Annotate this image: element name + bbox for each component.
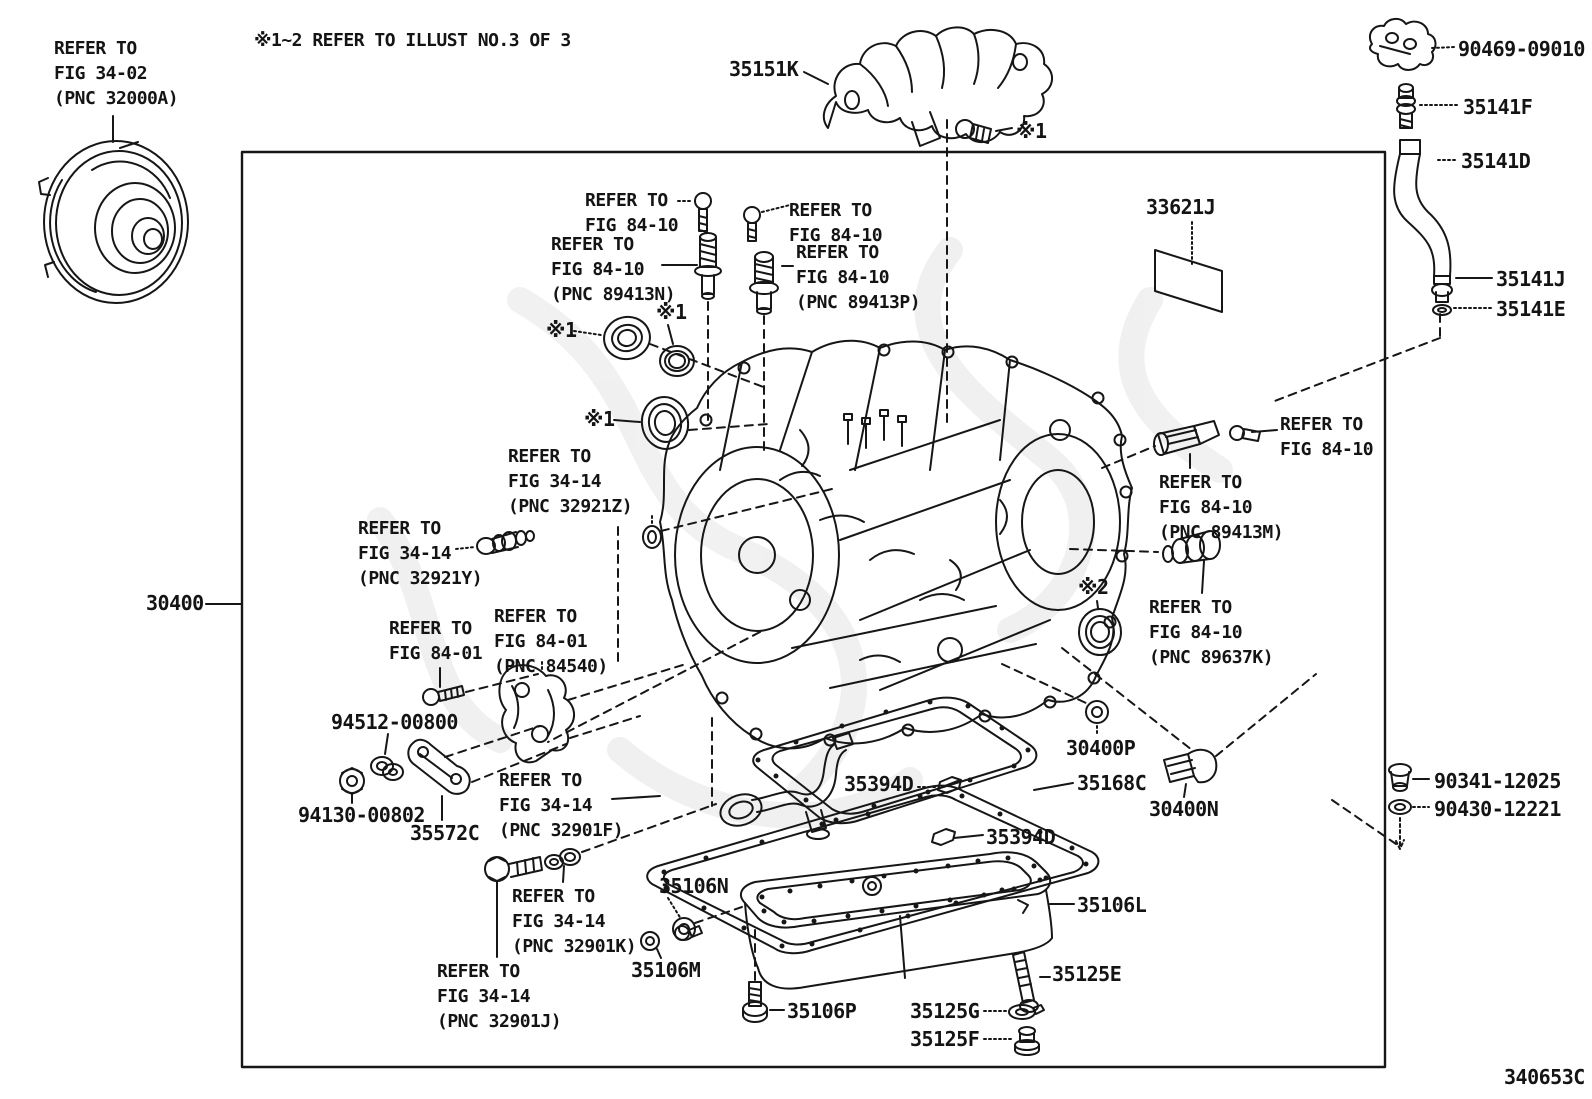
part-label-35106n: 35106N: [659, 874, 729, 898]
part-label-35125e: 35125E: [1052, 962, 1122, 986]
star1-marker-seal-mid: ※1: [656, 300, 687, 324]
union-35141f: [1396, 83, 1459, 129]
oil-strainer-32901f: [611, 732, 854, 840]
detent-bolt: [422, 667, 465, 706]
ref-fig34-14-32921y-label: REFER TO FIG 34-14 (PNC 32921Y): [358, 518, 483, 589]
part-label-30400: 30400: [146, 591, 204, 615]
hose-35141d: [1393, 139, 1459, 277]
bracket-35151k: [803, 26, 1053, 147]
ref-fig34-14-32921z-label: REFER TO FIG 34-14 (PNC 32921Z): [508, 446, 633, 517]
lock-nut-94130: [339, 767, 365, 804]
oring-32921z: [642, 515, 662, 549]
part-label-35106p: 35106P: [787, 999, 857, 1023]
detent-spring-washer: [370, 733, 404, 781]
ref-fig84-01-bolt-label: REFER TO FIG 84-01: [389, 618, 483, 664]
part-label-35151k: 35151K: [729, 57, 799, 81]
sensor-bolts-top: [677, 192, 791, 242]
sensor-89413n: [661, 232, 722, 300]
ref-fig34-14-32901f-label: REFER TO FIG 34-14 (PNC 32901F): [499, 770, 624, 841]
gasket-90430-12221: [1388, 799, 1430, 850]
ref-fig84-10-bolt-p-label: REFER TO FIG 84-10: [789, 200, 883, 246]
part-label-33621j: 33621J: [1146, 195, 1216, 219]
part-label-35168c: 35168C: [1077, 771, 1147, 795]
part-label-35125g: 35125G: [910, 999, 980, 1023]
plug-89637k: [1162, 530, 1221, 594]
star1-marker-seal-left: ※1: [546, 318, 577, 342]
fitting-32921y: [455, 530, 535, 555]
clamp-90469-09010: [1368, 18, 1456, 71]
star2-marker: ※2: [1078, 575, 1109, 599]
drain-bolt-35125e: [1012, 951, 1051, 1013]
plug-30400n: [1163, 748, 1218, 798]
part-label-94130-00802: 94130-00802: [298, 803, 425, 827]
fitting-35141j: [1431, 275, 1493, 303]
ref-fig84-10-89413p-label: REFER TO FIG 84-10 (PNC 89413P): [796, 242, 921, 313]
pan-bolt-35106p: [742, 981, 785, 1023]
oil-pan-35106l: [739, 851, 1075, 990]
ref-fig34-14-32901k-label: REFER TO FIG 34-14 (PNC 32901K): [512, 886, 637, 957]
part-label-35141e: 35141E: [1496, 297, 1566, 321]
drain-gasket-35125g: [983, 1004, 1045, 1020]
plate-33621j: [1154, 221, 1223, 313]
part-label-35106l: 35106L: [1077, 893, 1147, 917]
ref-fig84-10-89637k-label: REFER TO FIG 84-10 (PNC 89637K): [1149, 597, 1274, 668]
ref-fig34-02-label: REFER TO FIG 34-02 (PNC 32000A): [54, 38, 179, 109]
star1-marker-top: ※1: [1016, 119, 1047, 143]
bolt-star1-top: [955, 119, 1013, 144]
part-label-35394d-upper: 35394D: [844, 772, 914, 796]
part-label-35125f: 35125F: [910, 1027, 980, 1051]
part-label-35141d: 35141D: [1461, 149, 1531, 173]
part-label-35141f: 35141F: [1463, 95, 1533, 119]
construction-lines: [444, 119, 1441, 981]
union-bolt-32901k: [484, 848, 581, 958]
transaxle-case: [659, 339, 1133, 750]
sensor-89413p: [749, 251, 794, 315]
gasket-35141e: [1432, 304, 1493, 316]
ref-fig84-10-bolt-m-label: REFER TO FIG 84-10: [1280, 414, 1374, 460]
ref-fig84-10-bolt-n-label: REFER TO FIG 84-10: [585, 190, 679, 236]
lever-35572c: [407, 738, 471, 821]
ref-fig84-10-89413m-label: REFER TO FIG 84-10 (PNC 89413M): [1159, 472, 1284, 543]
part-label-35106m: 35106M: [631, 958, 701, 982]
oil-seals-star1: [573, 315, 695, 450]
drain-plug-35125f: [983, 1026, 1040, 1056]
illust-note: ※1~2 REFER TO ILLUST NO.3 OF 3: [254, 30, 571, 51]
seal-star2: [1078, 600, 1122, 656]
figure-border: [240, 150, 1387, 1069]
part-label-35394d-lower: 35394D: [986, 825, 1056, 849]
part-label-30400p: 30400P: [1066, 736, 1136, 760]
drawing-code: 340653C: [1504, 1065, 1585, 1089]
sensor-89413m: [1153, 420, 1278, 469]
part-label-35141j: 35141J: [1496, 267, 1566, 291]
part-label-94512-00800: 94512-00800: [331, 710, 458, 734]
part-label-90430-12221: 90430-12221: [1434, 797, 1561, 821]
part-label-90469-09010: 90469-09010: [1458, 37, 1585, 61]
ref-fig84-01-84540-label: REFER TO FIG 84-01 (PNC 84540): [494, 606, 608, 677]
ref-fig34-14-32901j-label: REFER TO FIG 34-14 (PNC 32901J): [437, 961, 562, 1032]
part-label-30400n: 30400N: [1149, 797, 1219, 821]
part-label-35572c: 35572C: [410, 821, 480, 845]
plug-90341-12025: [1388, 763, 1430, 792]
pan-clip-35106m: [640, 925, 703, 959]
ref-fig84-10-89413n-label: REFER TO FIG 84-10 (PNC 89413N): [551, 234, 676, 305]
star1-marker-seal-lower: ※1: [584, 407, 615, 431]
oring-30400p: [1085, 700, 1109, 737]
torque-converter: [38, 115, 189, 304]
part-label-90341-12025: 90341-12025: [1434, 769, 1561, 793]
